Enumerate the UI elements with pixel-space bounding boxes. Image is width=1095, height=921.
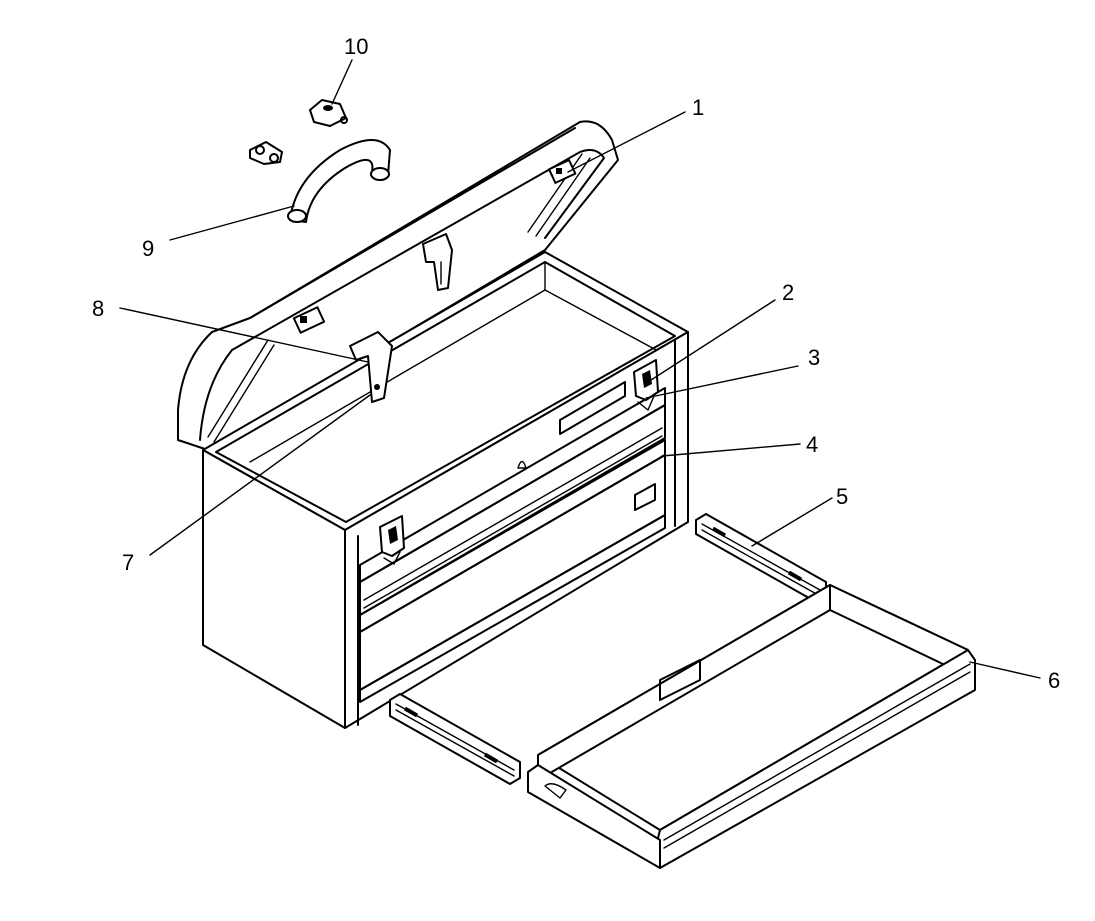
leader-6 bbox=[969, 661, 1041, 679]
callout-5: 5 bbox=[836, 484, 848, 509]
latch-left bbox=[379, 515, 405, 565]
handle-cap bbox=[309, 99, 348, 127]
callout-4: 4 bbox=[806, 432, 818, 457]
callout-6: 6 bbox=[1048, 668, 1060, 693]
callout-10: 10 bbox=[344, 34, 368, 59]
lower-drawer-opening bbox=[359, 439, 666, 703]
leader-5 bbox=[751, 497, 833, 547]
lid-center-catch bbox=[422, 233, 453, 291]
callout-7: 7 bbox=[122, 550, 134, 575]
callout-9: 9 bbox=[142, 236, 154, 261]
handle-bracket bbox=[249, 141, 283, 165]
leader-9 bbox=[169, 205, 295, 241]
leader-8 bbox=[119, 307, 369, 363]
box-body bbox=[202, 251, 689, 729]
leader-3 bbox=[645, 365, 799, 399]
leader-4 bbox=[661, 443, 801, 457]
leader-10 bbox=[331, 59, 353, 105]
upper-drawer-face bbox=[359, 381, 666, 616]
drawer-slide-right bbox=[695, 513, 827, 603]
lid bbox=[177, 120, 619, 451]
lid-hinge-left bbox=[292, 306, 326, 334]
callout-3: 3 bbox=[808, 345, 820, 370]
latch-right bbox=[633, 359, 659, 411]
leader-7 bbox=[149, 394, 371, 556]
leader-lines bbox=[119, 59, 1041, 679]
callout-8: 8 bbox=[92, 296, 104, 321]
callout-1: 1 bbox=[692, 95, 704, 120]
callout-labels: 1 2 3 4 5 6 7 8 9 10 bbox=[92, 34, 1060, 693]
carrying-handle bbox=[287, 139, 391, 223]
drawer-slide-left bbox=[389, 693, 521, 785]
lid-hinge-right bbox=[548, 159, 577, 184]
leader-2 bbox=[647, 299, 776, 383]
leader-1 bbox=[567, 111, 686, 173]
drawer bbox=[527, 584, 976, 869]
callout-2: 2 bbox=[782, 280, 794, 305]
